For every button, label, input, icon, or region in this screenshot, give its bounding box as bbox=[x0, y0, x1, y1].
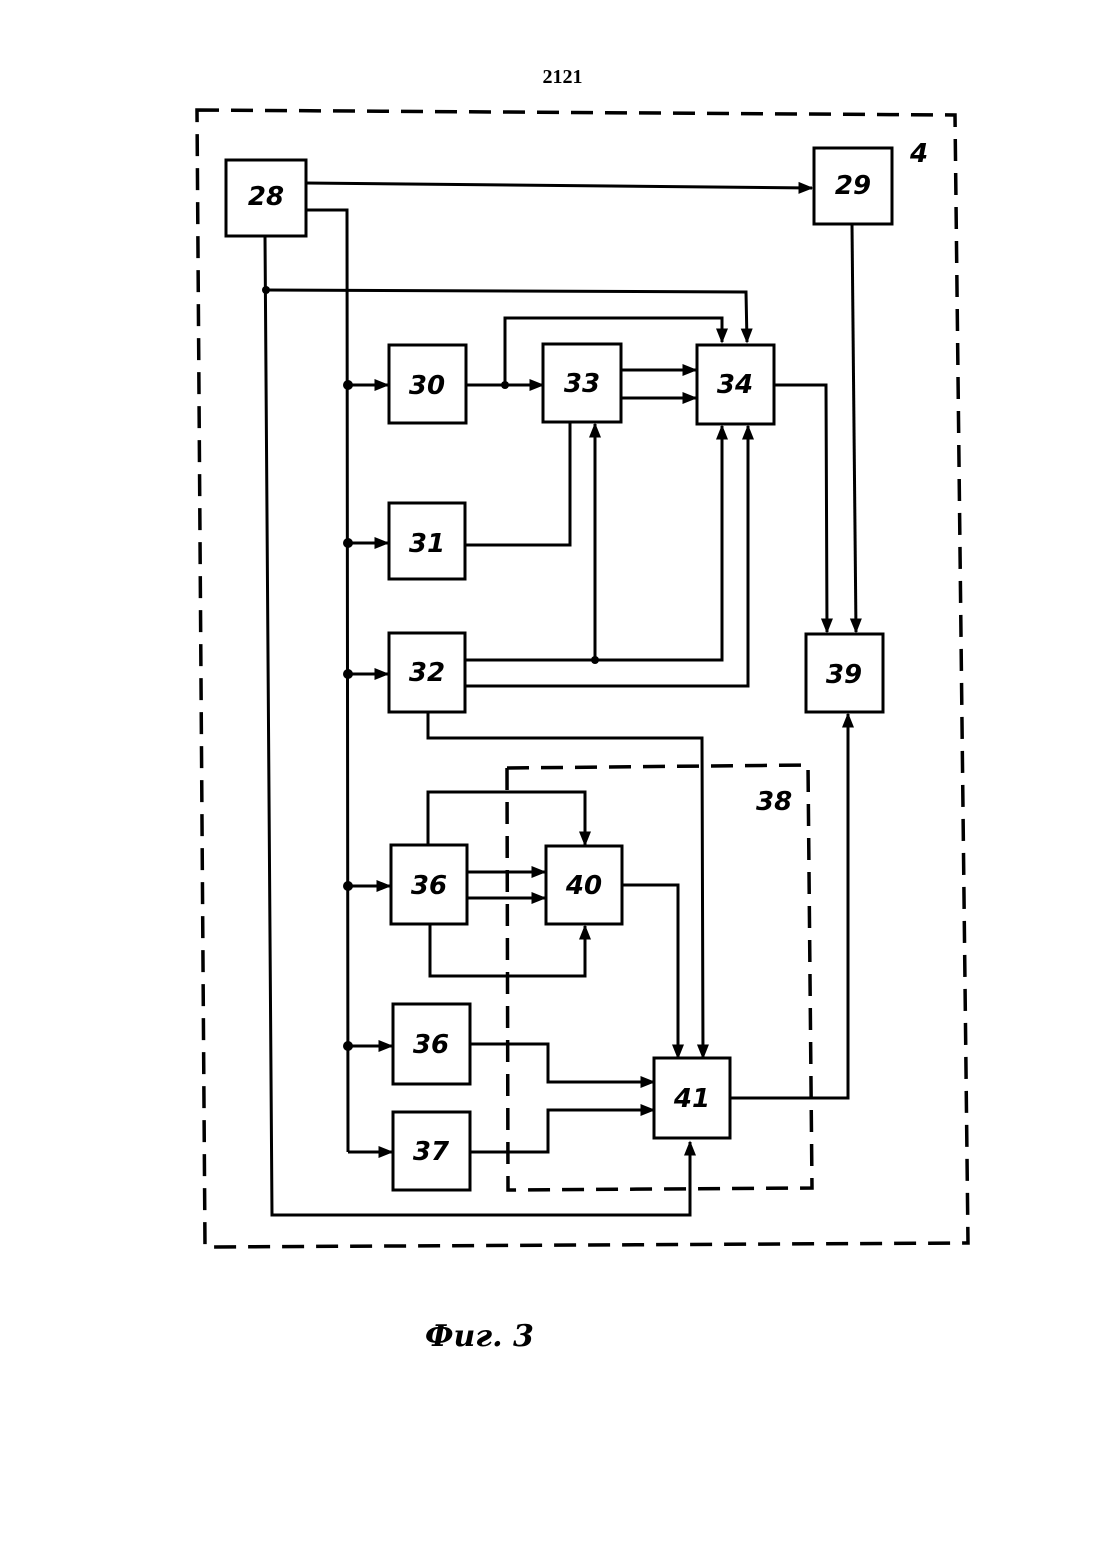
wire-36b-41 bbox=[470, 1044, 654, 1082]
junction-dot bbox=[343, 538, 353, 548]
block-41: 41 bbox=[654, 1058, 730, 1138]
block-29: 29 bbox=[814, 148, 892, 224]
junction-dot bbox=[343, 380, 353, 390]
wire-29-39 bbox=[852, 224, 856, 632]
junction-dot bbox=[591, 656, 599, 664]
block-28: 28 bbox=[226, 160, 306, 236]
svg-text:39: 39 bbox=[826, 660, 862, 690]
block-36b: 36 bbox=[393, 1004, 470, 1084]
junction-dot bbox=[343, 881, 353, 891]
wire-37-41 bbox=[470, 1110, 654, 1152]
svg-text:36: 36 bbox=[411, 871, 447, 901]
wire-28-29 bbox=[305, 183, 812, 188]
block-36a: 36 bbox=[391, 845, 467, 924]
block-32: 32 bbox=[389, 633, 465, 712]
svg-text:34: 34 bbox=[717, 370, 753, 400]
svg-text:28: 28 bbox=[248, 182, 284, 212]
junction-dot bbox=[262, 286, 270, 294]
svg-text:41: 41 bbox=[673, 1084, 710, 1114]
outer-frame-label: 4 bbox=[909, 139, 928, 169]
bus-main bbox=[305, 210, 348, 1152]
block-30: 30 bbox=[389, 345, 466, 423]
wire-34-39 bbox=[773, 385, 827, 632]
wire-40-41 bbox=[622, 885, 678, 1058]
svg-text:37: 37 bbox=[413, 1137, 450, 1167]
wire-41-39 bbox=[730, 714, 848, 1098]
svg-text:40: 40 bbox=[565, 871, 602, 901]
svg-text:32: 32 bbox=[409, 658, 445, 688]
wire-28-41 bbox=[265, 236, 690, 1215]
junction-dot bbox=[343, 1041, 353, 1051]
svg-text:31: 31 bbox=[409, 529, 445, 559]
block-37: 37 bbox=[393, 1112, 470, 1190]
block-40: 40 bbox=[546, 846, 622, 924]
block-39: 39 bbox=[806, 634, 883, 712]
block-31: 31 bbox=[389, 503, 465, 579]
svg-text:36: 36 bbox=[413, 1030, 449, 1060]
svg-text:29: 29 bbox=[835, 171, 871, 201]
figure-caption: Фиг. 3 bbox=[425, 1319, 534, 1354]
inner-frame-label: 38 bbox=[756, 787, 792, 817]
svg-text:33: 33 bbox=[564, 369, 600, 399]
svg-text:30: 30 bbox=[409, 371, 445, 401]
wire-32-34 bbox=[465, 426, 748, 686]
junction-dot bbox=[343, 669, 353, 679]
block-34: 34 bbox=[697, 345, 774, 424]
block-33: 33 bbox=[543, 344, 621, 422]
wire-31-33 bbox=[465, 422, 570, 545]
